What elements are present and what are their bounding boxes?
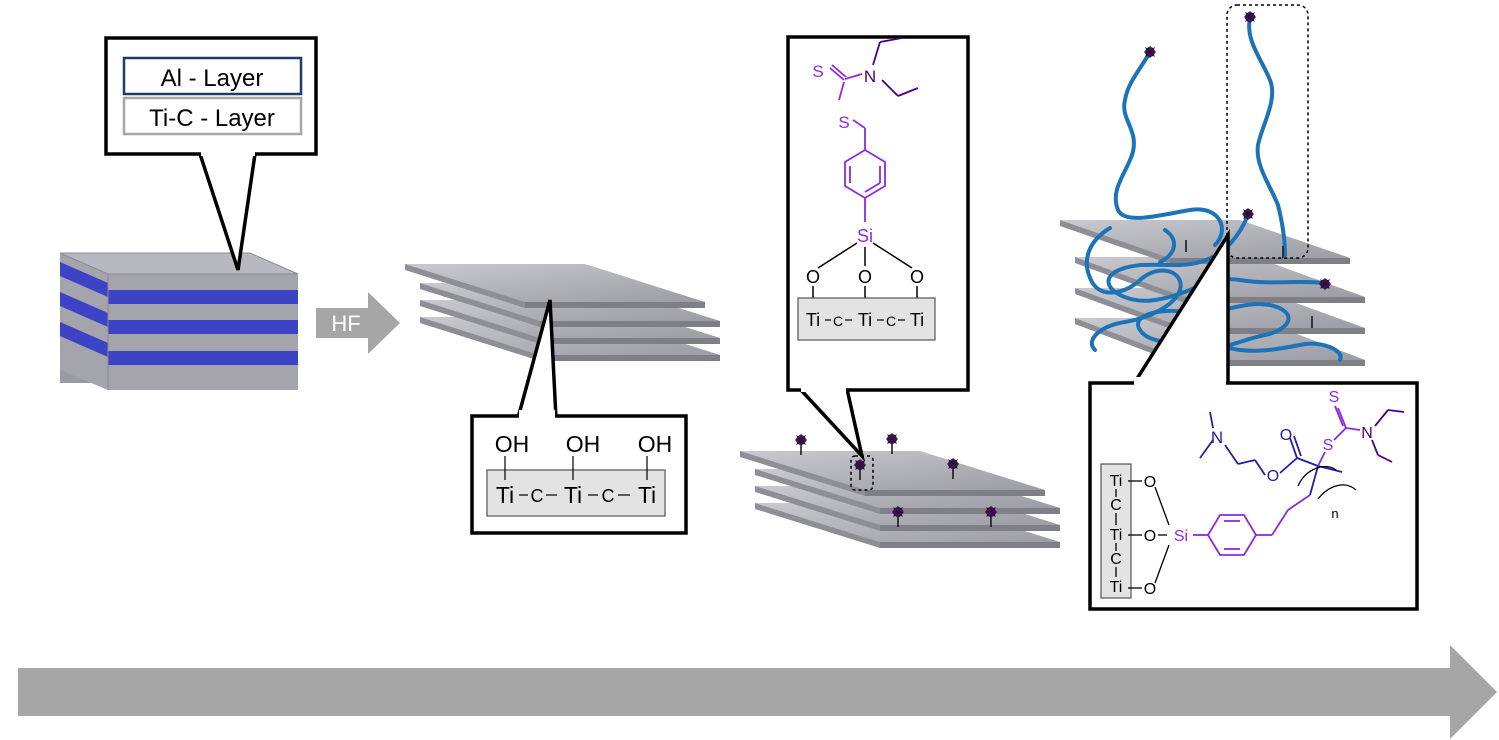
- c-atom: C: [833, 313, 843, 329]
- zoom-marker: [1226, 4, 1309, 259]
- si-atom: Si: [857, 226, 873, 246]
- s-atom: S: [812, 62, 823, 81]
- s-atom: S: [1323, 437, 1334, 454]
- layer-legend-callout: Al - Layer Ti-C - Layer: [104, 36, 318, 271]
- tic-layer-legend-box: [122, 96, 303, 136]
- polymer-structure-callout: Ti C Ti C Ti O O O Si: [1088, 228, 1419, 611]
- ti-atom: Ti: [638, 482, 656, 508]
- s-atom: S: [1329, 389, 1340, 406]
- oh-label: OH: [638, 431, 673, 457]
- mxene-sheet-stack: [405, 264, 720, 361]
- n-index-label: n: [1331, 506, 1338, 521]
- al-layer-label: Al - Layer: [161, 65, 264, 92]
- ti-atom: Ti: [496, 482, 514, 508]
- o-atom: O: [1144, 528, 1156, 545]
- o-atom: O: [1267, 468, 1279, 485]
- hf-label: HF: [331, 311, 360, 336]
- ti-atom: Ti: [806, 310, 820, 330]
- c-atom: C: [602, 486, 615, 506]
- o-atom: O: [1144, 474, 1156, 491]
- oh-label: OH: [495, 431, 530, 457]
- o-atom: O: [858, 267, 872, 287]
- c-atom: C: [1110, 497, 1122, 514]
- s-atom: S: [838, 113, 849, 132]
- ti-atom: Ti: [564, 482, 582, 508]
- max-phase-block: [59, 252, 299, 390]
- ti-atom: Ti: [1110, 579, 1123, 596]
- oh-label: OH: [566, 431, 601, 457]
- tic-layer-label: Ti-C - Layer: [149, 105, 275, 132]
- al-layer-stripes: [60, 262, 298, 365]
- n-atom: N: [1361, 425, 1373, 442]
- ti-atom: Ti: [1110, 473, 1123, 490]
- ti-atom: Ti: [1110, 527, 1123, 544]
- o-atom: O: [806, 267, 820, 287]
- ti-atom: Ti: [910, 310, 924, 330]
- o-atom: O: [1144, 581, 1156, 598]
- process-progress-arrow: [18, 645, 1497, 739]
- n-atom: N: [1211, 428, 1223, 447]
- si-atom: Si: [1174, 528, 1188, 545]
- hydroxyl-surface-callout: OH OH OH Ti C Ti C Ti: [470, 299, 688, 535]
- initiator-structure-callout: S N S Si O O O Ti C Ti C: [786, 35, 970, 462]
- c-atom: C: [1110, 551, 1122, 568]
- o-atom: O: [1280, 427, 1292, 444]
- al-layer-legend-box: [122, 56, 303, 96]
- ti-atom: Ti: [858, 310, 872, 330]
- n-atom: N: [864, 67, 876, 86]
- c-atom: C: [531, 486, 544, 506]
- polymer-grafted-sheets: [1060, 4, 1365, 366]
- c-atom: C: [886, 313, 896, 329]
- hf-etching-arrow: HF: [316, 292, 400, 354]
- initiator-grafted-sheets: [740, 432, 1060, 548]
- o-atom: O: [910, 267, 924, 287]
